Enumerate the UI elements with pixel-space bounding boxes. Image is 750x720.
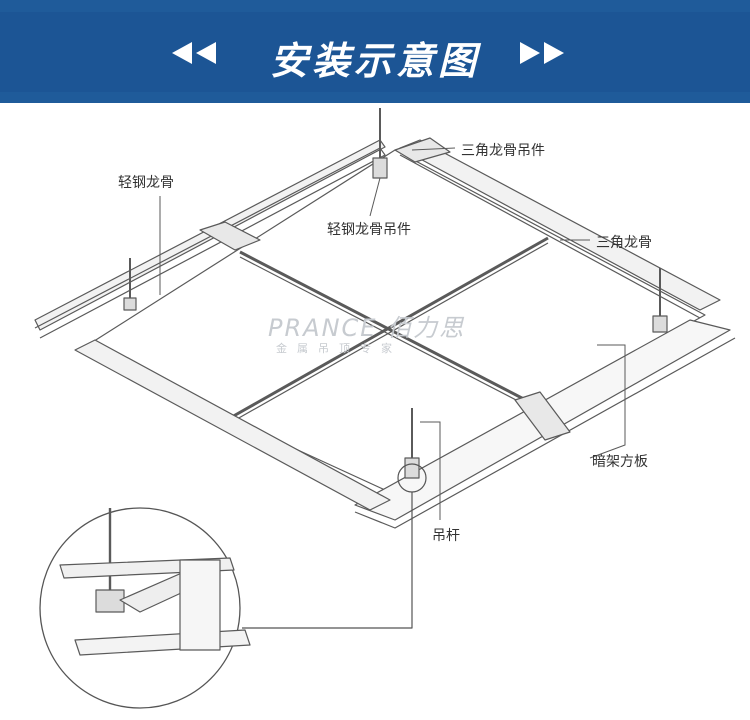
triangle-keel-right xyxy=(399,139,721,311)
watermark-tagline: 金属吊顶专家 xyxy=(276,342,402,355)
header-banner: 安装示意图 xyxy=(0,0,750,103)
watermark-brand: PRANCE 佰力思 xyxy=(268,314,466,342)
grid-line-b xyxy=(229,236,549,420)
page-title: 安装示意图 xyxy=(269,39,480,83)
label-light-steel-keel: 轻钢龙骨 xyxy=(118,175,174,191)
label-hanging-rod: 吊杆 xyxy=(432,528,460,544)
label-triangle-keel: 三角龙骨 xyxy=(596,235,652,251)
left-beam xyxy=(74,339,391,511)
label-triangle-keel-hanger: 三角龙骨吊件 xyxy=(461,143,545,159)
installation-diagram xyxy=(34,108,736,709)
header-band xyxy=(0,12,750,92)
label-light-steel-keel-hanger: 轻钢龙骨吊件 xyxy=(327,222,411,238)
double-left-arrow-icon xyxy=(172,42,220,68)
double-right-arrow-icon xyxy=(520,42,568,68)
label-concealed-panel: 暗架方板 xyxy=(592,454,648,470)
